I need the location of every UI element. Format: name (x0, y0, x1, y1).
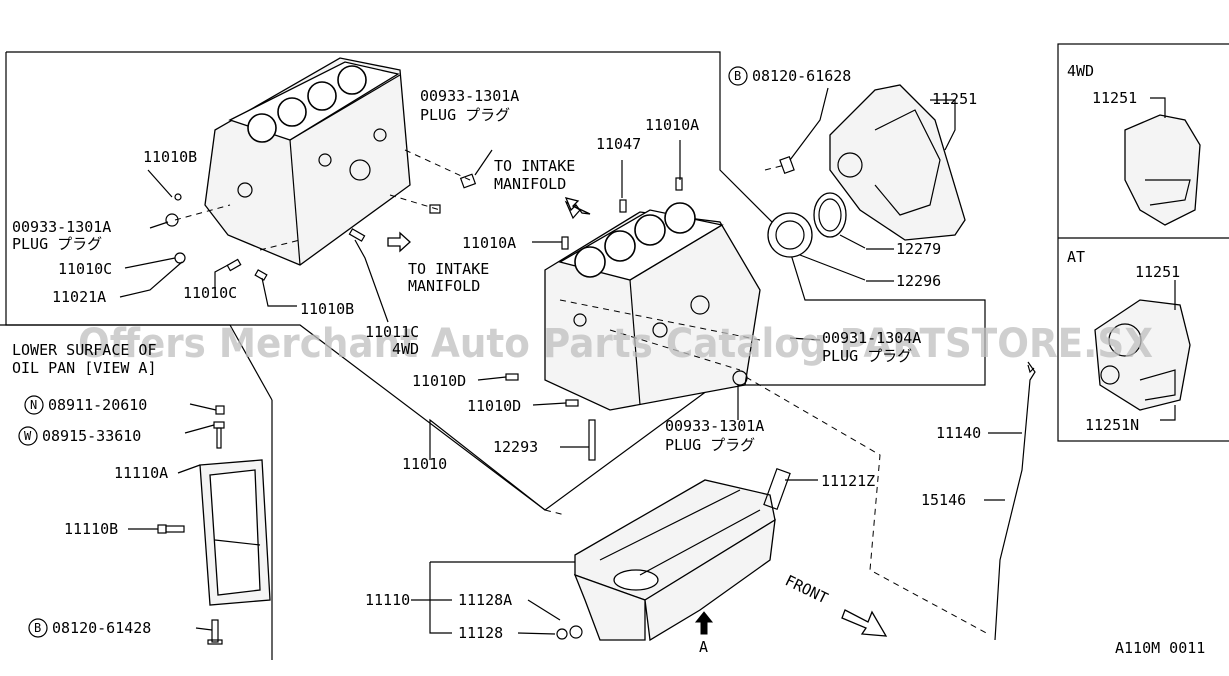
label-view-a: A (699, 638, 708, 656)
label-11011c-note: 4WD (392, 340, 419, 358)
label-12279: 12279 (896, 240, 941, 258)
oil-pan-view-a (157, 405, 271, 645)
marker-b-letter: B (734, 69, 741, 83)
label-11047: 11047 (596, 135, 641, 153)
frame-lines (0, 43, 1229, 660)
label-11128: 11128 (458, 624, 503, 642)
label-11251-4wd: 11251 (1092, 89, 1137, 107)
label-11128a: 11128A (458, 591, 512, 609)
label-08120-61428: 08120-61428 (52, 619, 151, 637)
label-11010b-left: 11010B (143, 148, 197, 166)
label-lower-surface-2: OIL PAN [VIEW A] (12, 359, 157, 377)
label-12296: 12296 (896, 272, 941, 290)
label-15146: 15146 (921, 491, 966, 509)
label-11010a-mid: 11010A (462, 234, 516, 252)
label-12293: 12293 (493, 438, 538, 456)
label-front: FRONT (782, 571, 830, 607)
leader-lines (119, 87, 1176, 635)
label-to-intake-2b: MANIFOLD (408, 277, 480, 295)
diagram-code: A110M 0011 (1115, 639, 1205, 657)
cylinder-block-upper (165, 57, 477, 281)
bolt-marker-b-lower-icon (28, 618, 48, 638)
label-11110a: 11110A (114, 464, 168, 482)
label-11140: 11140 (936, 424, 981, 442)
label-plug-bottom-number: 00933-1301A (665, 417, 764, 435)
label-plug-left-number: 00933-1301A (12, 218, 111, 236)
label-11010c-a: 11010C (58, 260, 112, 278)
label-plug-bottom-text: PLUG プラグ (665, 436, 755, 454)
label-11110b: 11110B (64, 520, 118, 538)
label-lower-surface-1: LOWER SURFACE OF (12, 341, 157, 359)
label-plug-top-number: 00933-1301A (420, 87, 519, 105)
label-11010d-a: 11010D (412, 372, 466, 390)
label-11011c: 11011C (365, 323, 419, 341)
label-11010d-b: 11010D (467, 397, 521, 415)
label-to-intake-1a: TO INTAKE (494, 157, 575, 175)
bolt-marker-b-icon (728, 66, 748, 86)
label-to-intake-2a: TO INTAKE (408, 260, 489, 278)
label-11251-at: 11251 (1135, 263, 1180, 281)
label-08911-20610: 08911-20610 (48, 396, 147, 414)
cylinder-block-center (505, 177, 761, 461)
label-11110: 11110 (365, 591, 410, 609)
label-11251: 11251 (932, 90, 977, 108)
direction-arrows (387, 197, 888, 637)
label-11251n: 11251N (1085, 416, 1139, 434)
marker-w-letter: W (24, 429, 32, 443)
marker-b-lower-letter: B (34, 621, 41, 635)
rear-plate-at (1094, 299, 1191, 411)
label-4wd: 4WD (1067, 62, 1094, 80)
label-11010: 11010 (402, 455, 447, 473)
label-11121z: 11121Z (821, 472, 875, 490)
label-to-intake-1b: MANIFOLD (494, 175, 566, 193)
washer-marker-w-icon (18, 426, 38, 446)
label-11010a-top: 11010A (645, 116, 699, 134)
label-11021a: 11021A (52, 288, 106, 306)
watermark-text: Offers Merchant Auto Parts Catalog PARTS… (78, 321, 1153, 367)
rear-plate-4wd (1124, 114, 1201, 226)
label-11010b-b: 11010B (300, 300, 354, 318)
nut-marker-n-icon (24, 395, 44, 415)
label-plug-top-text: PLUG プラグ (420, 106, 510, 124)
marker-n-letter: N (30, 398, 37, 412)
oil-pan-and-dipstick (556, 361, 1036, 642)
label-08120-61628: 08120-61628 (752, 67, 851, 85)
label-plug-right-text: PLUG プラグ (822, 347, 912, 365)
rear-plate-and-seals (764, 84, 966, 258)
label-plug-right-number: 00931-1304A (822, 329, 921, 347)
label-11010c-b: 11010C (183, 284, 237, 302)
label-at: AT (1067, 248, 1085, 266)
label-08915-33610: 08915-33610 (42, 427, 141, 445)
label-plug-left-text: PLUG プラグ (12, 235, 102, 253)
